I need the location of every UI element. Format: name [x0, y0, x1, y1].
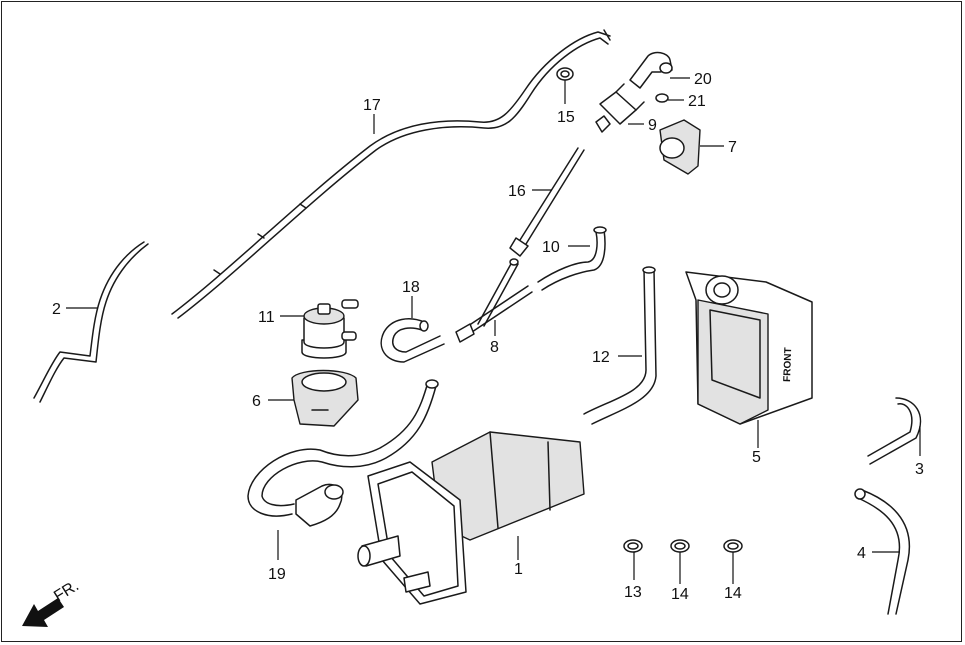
part-10-bent-hose: [537, 226, 607, 291]
callout-5: 5: [752, 449, 761, 466]
callout-2: 2: [52, 301, 61, 318]
callout-19: 19: [268, 566, 286, 583]
part-16-tube: [509, 147, 585, 257]
part-5-bracket: FRONT: [685, 271, 813, 425]
part-8-y-joint: [455, 258, 533, 343]
callout-14-b: 14: [724, 585, 742, 602]
callout-6: 6: [252, 393, 261, 410]
callout-15: 15: [557, 109, 575, 126]
callout-17: 17: [363, 97, 381, 114]
callout-16: 16: [508, 183, 526, 200]
part-15-clip: [556, 67, 574, 81]
part-18-u-hose: [380, 318, 445, 363]
part-7-holder: [659, 119, 701, 175]
part-20-elbow: [629, 51, 673, 89]
callout-13: 13: [624, 584, 642, 601]
callout-labels: 1 2 3 4 5 6 7 8 9 10 11 12 13 14 14 15 1…: [52, 71, 924, 603]
callout-1: 1: [514, 561, 523, 578]
part-9-filter: [595, 83, 645, 133]
part-17-long-tube: [171, 29, 611, 319]
part-6-bracket: [291, 369, 359, 427]
callout-12: 12: [592, 349, 610, 366]
part-11-valve: [301, 299, 359, 359]
callout-14-a: 14: [671, 586, 689, 603]
callout-4: 4: [857, 545, 866, 562]
callout-21: 21: [688, 93, 706, 110]
part-21-clip: [655, 93, 669, 103]
callout-10: 10: [542, 239, 560, 256]
callout-8: 8: [490, 339, 499, 356]
part-19-loop-hose: [247, 379, 439, 527]
part-3-bent-hose: [867, 397, 922, 465]
callout-3: 3: [915, 461, 924, 478]
callout-20: 20: [694, 71, 712, 88]
front-marking: FRONT: [782, 347, 794, 382]
callout-11: 11: [258, 309, 275, 326]
part-14-clip-b: [723, 539, 743, 553]
part-14-clip-a: [670, 539, 690, 553]
front-direction-arrow: FR.: [22, 577, 82, 627]
part-2-bent-tube: [33, 241, 149, 403]
callout-18: 18: [402, 279, 420, 296]
part-1-canister: [357, 431, 585, 605]
callout-9: 9: [648, 117, 657, 134]
part-13-clip: [623, 539, 643, 553]
leader-lines: [66, 77, 921, 584]
callout-7: 7: [728, 139, 737, 156]
part-12-hose: [583, 266, 657, 425]
part-4-hose: [854, 488, 911, 615]
